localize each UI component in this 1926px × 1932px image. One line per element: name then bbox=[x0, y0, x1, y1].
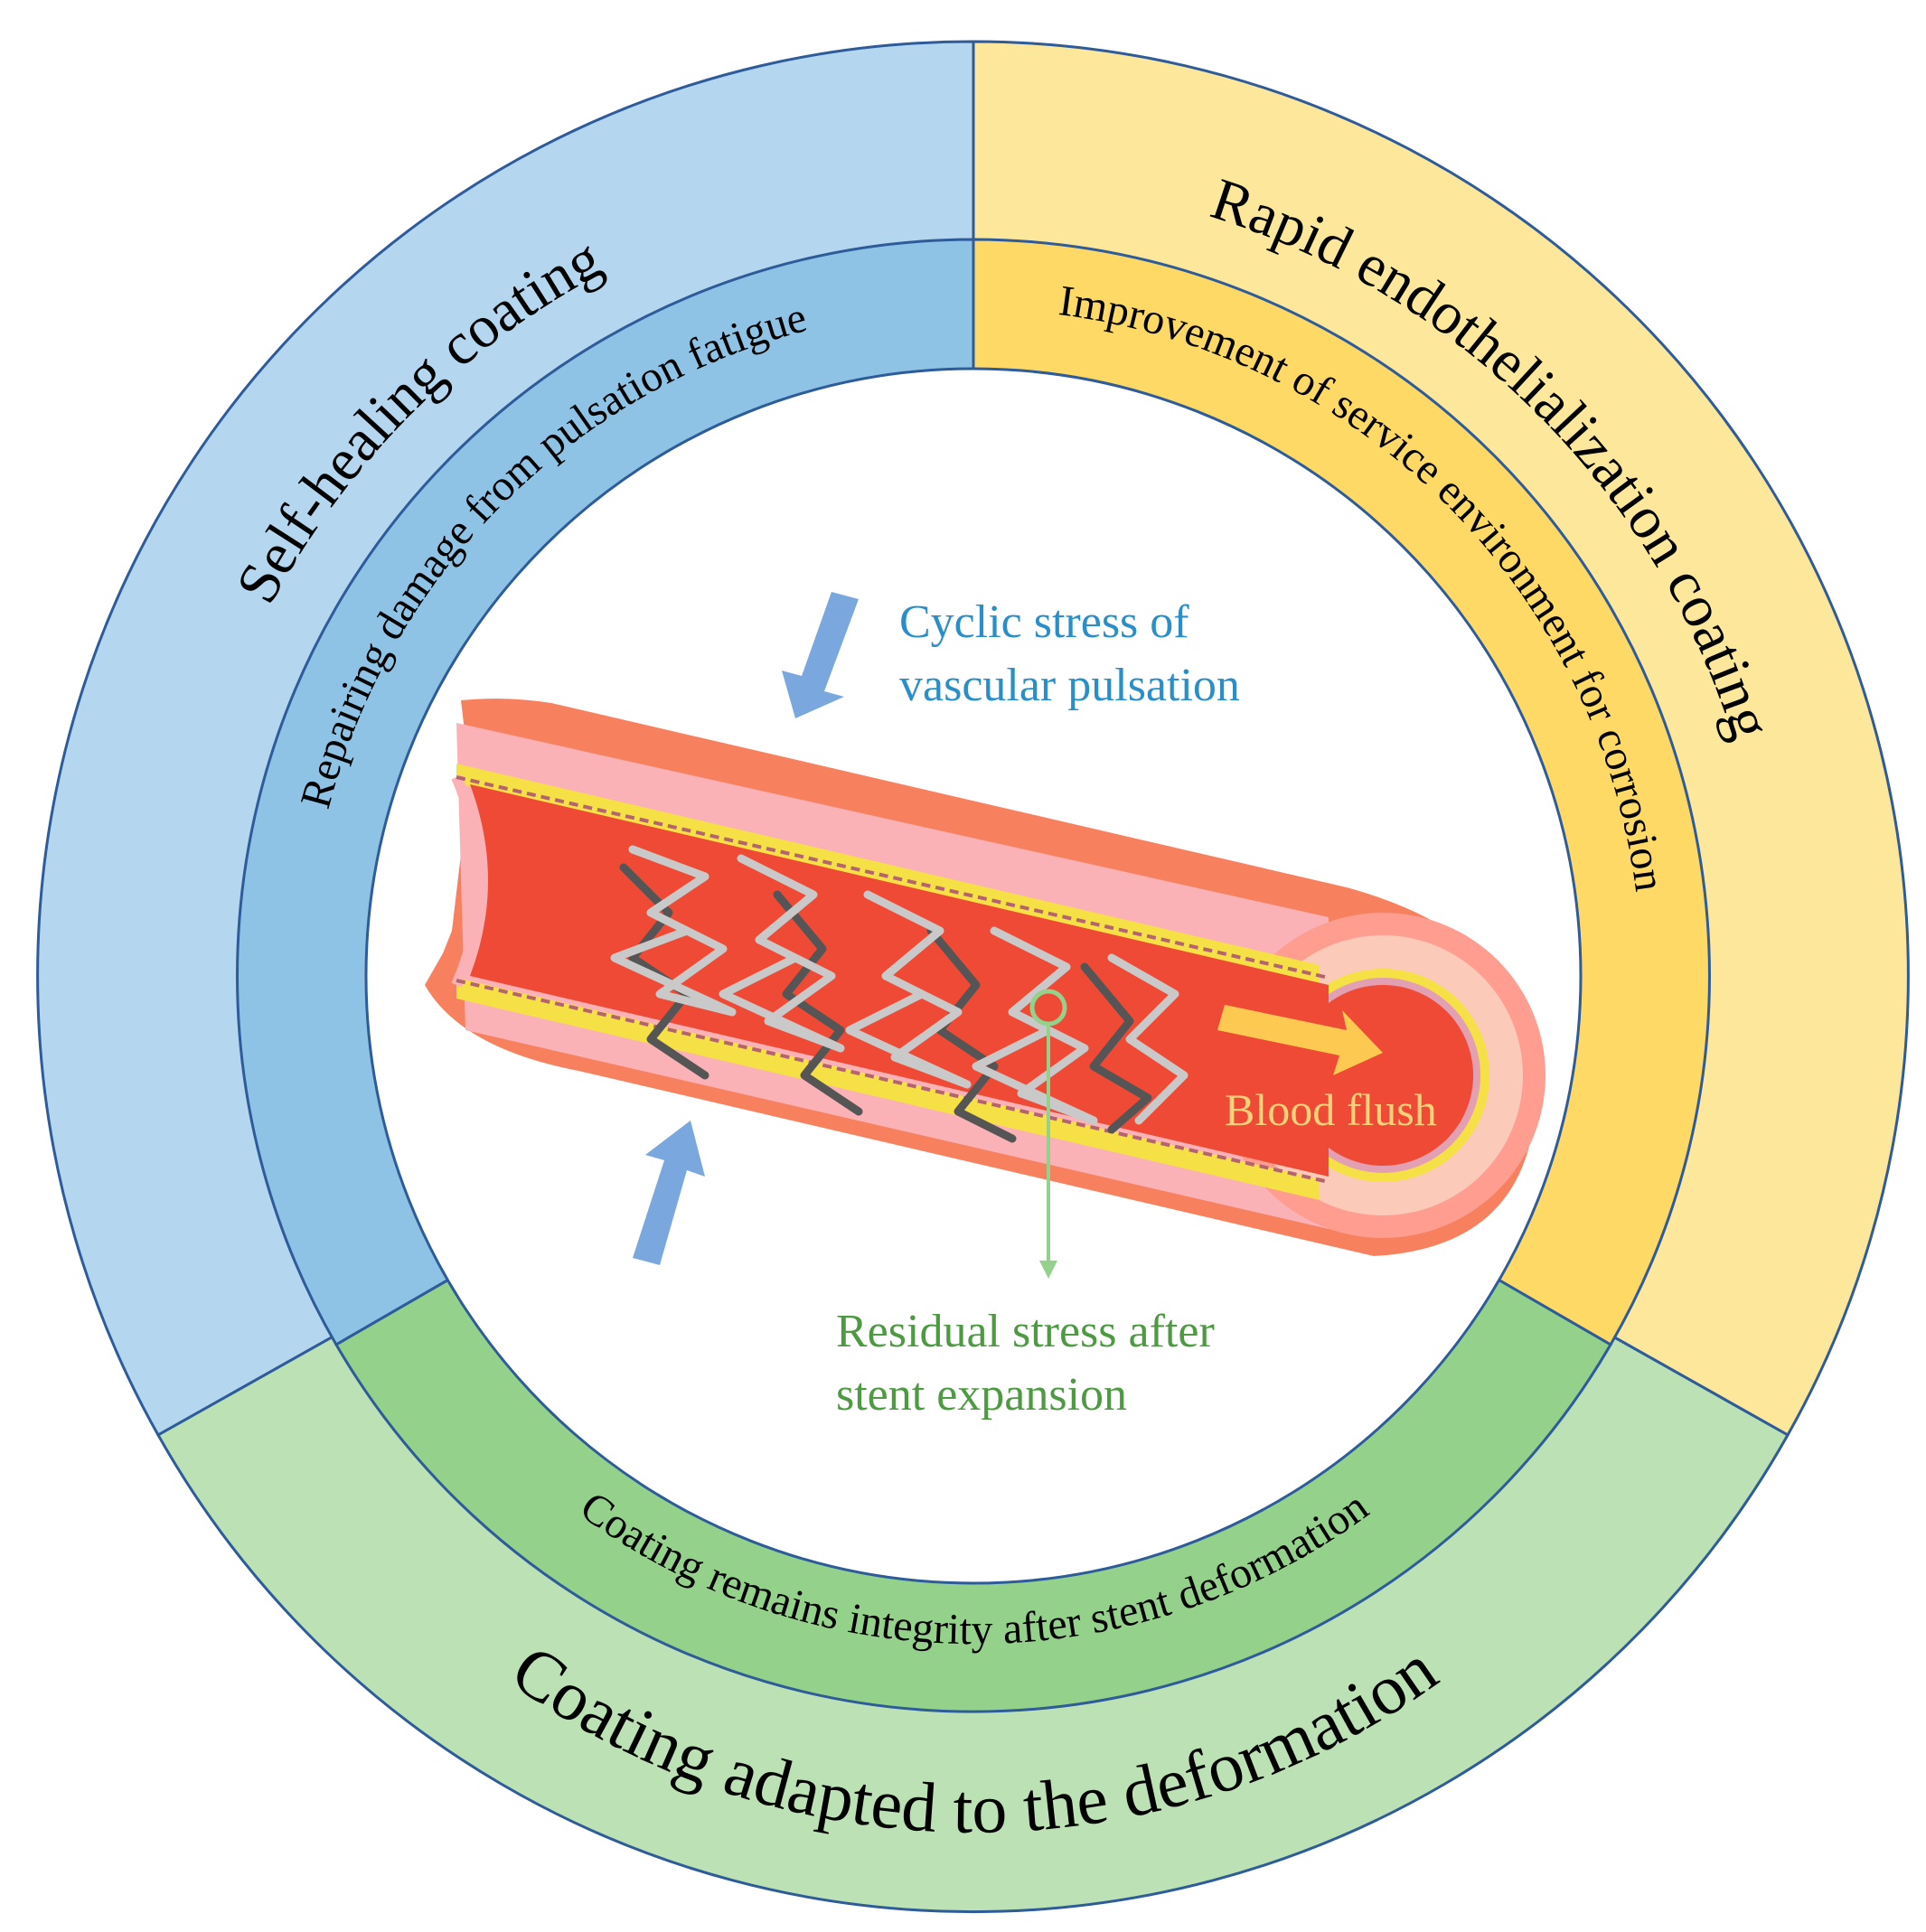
svg-text:Residual stress after sten: Residual stress after stent expansion bbox=[836, 1306, 1226, 1421]
vessel-end-lumen bbox=[1292, 985, 1473, 1166]
stent-strut-front-1 bbox=[610, 845, 737, 1017]
residual-stress-label-line2: stent expansion bbox=[836, 1369, 1127, 1421]
cyclic-stress-label-line1: Cyclic stress of bbox=[899, 596, 1189, 648]
plaque-top bbox=[456, 764, 1320, 985]
cyclic-stress-label-line2: vascular pulsation bbox=[899, 660, 1240, 711]
svg-text:Cyclic stress of vascular: Cyclic stress of vascular pulsation bbox=[899, 596, 1240, 711]
stent-strut-front-3 bbox=[845, 890, 972, 1089]
stent-strut-front-2 bbox=[719, 854, 845, 1053]
plaque-bottom bbox=[456, 978, 1320, 1200]
stent-strut-back-3 bbox=[926, 926, 1017, 1143]
stent-mesh bbox=[610, 845, 1188, 1143]
cyclic-stress-arrow-up bbox=[633, 1121, 705, 1265]
stent-strut-back-4 bbox=[1080, 962, 1152, 1134]
blood-vessel-illustration bbox=[425, 699, 1545, 1279]
blood-flush-label: Blood flush bbox=[1225, 1084, 1437, 1135]
cyclic-stress-arrow-down bbox=[782, 592, 859, 718]
intima-edge-bottom bbox=[456, 979, 1329, 1184]
residual-stress-label-line1: Residual stress after bbox=[836, 1306, 1215, 1357]
stent-strut-front-4 bbox=[972, 926, 1098, 1125]
vessel-open-end bbox=[451, 774, 484, 988]
intima-edge-top bbox=[456, 775, 1329, 980]
stent-strut-front-5 bbox=[1107, 953, 1188, 1125]
blood-flow-arrow bbox=[1217, 1005, 1383, 1075]
stent-strut-back-2 bbox=[773, 890, 863, 1116]
